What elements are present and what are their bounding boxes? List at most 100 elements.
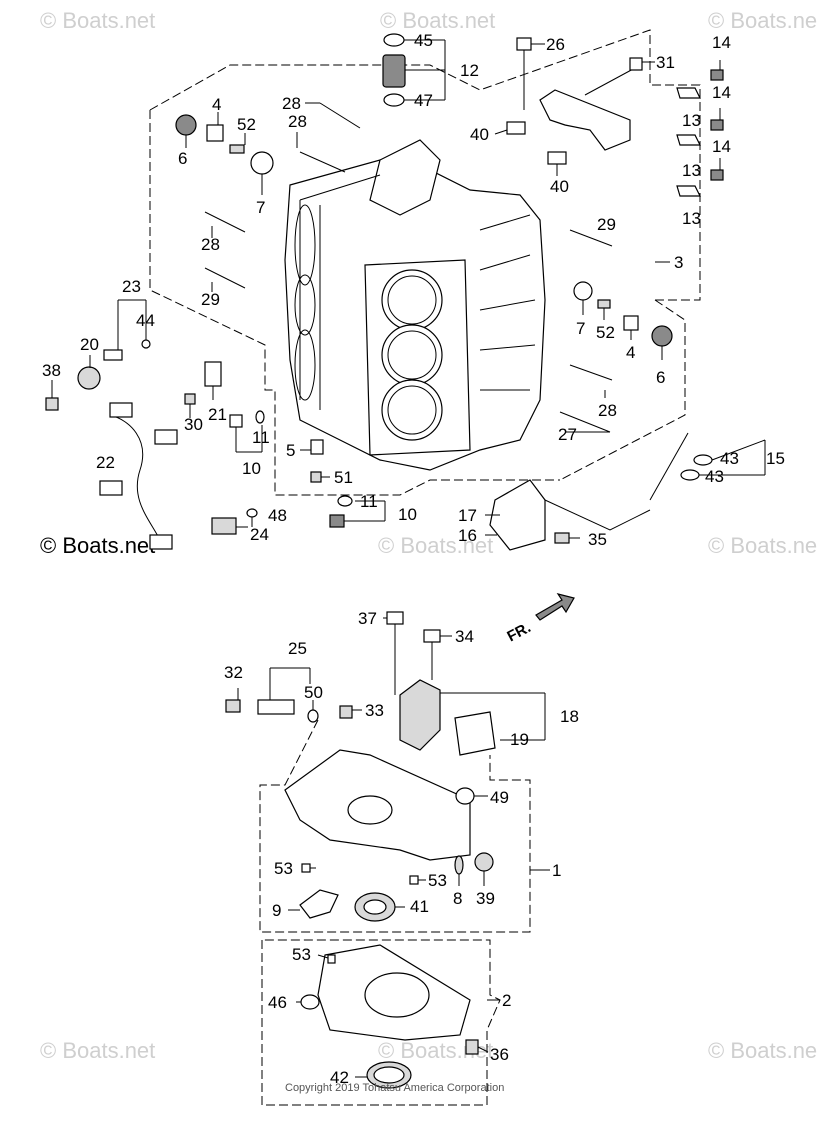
callout-35: 35 (588, 530, 607, 549)
jacket-opening (294, 204, 316, 286)
clip-13 (676, 87, 701, 99)
screw-14 (710, 69, 724, 81)
cylinder-bore-inner (387, 275, 437, 325)
o-ring-49 (455, 787, 475, 805)
callout-7: 7 (256, 198, 265, 217)
bolt-31-head (629, 57, 643, 71)
bolt-28 (204, 211, 246, 233)
bracket-21 (204, 361, 222, 387)
bolt-29 (204, 267, 246, 289)
callout-48: 48 (268, 506, 287, 525)
callout-10: 10 (398, 505, 417, 524)
callout-43: 43 (720, 449, 739, 468)
callout-6: 6 (178, 149, 187, 168)
callout-53: 53 (274, 859, 293, 878)
callout-25: 25 (288, 639, 307, 658)
bolt-31 (584, 67, 636, 96)
leader-lines (51, 39, 766, 539)
cover-opening (364, 972, 430, 1018)
sensor-24 (211, 517, 237, 535)
o-ring-47 (383, 93, 405, 107)
screw-14 (710, 169, 724, 181)
callout-27: 27 (558, 425, 577, 444)
callout-39: 39 (476, 889, 495, 908)
valve-18 (399, 679, 441, 751)
connector (109, 402, 133, 418)
plug-6 (651, 325, 673, 347)
callout-8: 8 (453, 889, 462, 908)
dowel-53 (409, 875, 419, 885)
jacket-opening (294, 329, 316, 401)
watermark: © Boats.net (40, 1038, 155, 1063)
callout-40: 40 (470, 125, 489, 144)
callout-29: 29 (201, 290, 220, 309)
washer-50 (307, 709, 319, 723)
sensor-23 (103, 349, 123, 361)
assembly-outline (261, 939, 501, 1106)
dowel-40 (547, 151, 567, 165)
connector (149, 534, 173, 550)
dowel-5 (310, 439, 324, 455)
callout-11: 11 (252, 428, 270, 447)
screw-52 (229, 144, 245, 154)
cylinder-bore-inner (387, 385, 437, 435)
callout-16: 16 (458, 526, 477, 545)
plug-6 (175, 114, 197, 136)
callout-2: 2 (502, 991, 511, 1010)
assembly-outline (149, 110, 560, 496)
jacket-opening (294, 274, 316, 336)
callout-28: 28 (598, 401, 617, 420)
callout-20: 20 (80, 335, 99, 354)
callout-28: 28 (282, 94, 301, 113)
o-ring-45 (383, 33, 405, 47)
callout-1: 1 (552, 861, 561, 880)
connector (99, 480, 123, 496)
callout-44: 44 (136, 311, 155, 330)
bolt-33 (339, 705, 353, 719)
connector (154, 429, 178, 445)
fitting-25 (257, 699, 295, 715)
callout-7: 7 (576, 319, 585, 338)
bolt-51 (310, 471, 322, 483)
plug-10 (329, 514, 345, 528)
callout-13: 13 (682, 161, 701, 180)
bolt-30 (184, 393, 196, 405)
callout-53: 53 (292, 945, 311, 964)
sensor-20 (77, 366, 101, 390)
cylinder-bore-inner (387, 330, 437, 380)
callout-45: 45 (414, 31, 433, 50)
watermark: © Boats.net (708, 533, 817, 558)
callout-31: 31 (656, 53, 675, 72)
callout-32: 32 (224, 663, 243, 682)
callout-52: 52 (237, 115, 256, 134)
callout-18: 18 (560, 707, 579, 726)
watermark: © Boats.net (378, 533, 493, 558)
dipstick-15 (649, 432, 689, 501)
callout-3: 3 (674, 253, 683, 272)
leader-line (544, 499, 651, 531)
leader-lines (237, 617, 550, 1078)
callout-52: 52 (596, 323, 615, 342)
callout-23: 23 (122, 277, 141, 296)
callout-22: 22 (96, 453, 115, 472)
callout-17: 17 (458, 506, 477, 525)
callout-28: 28 (288, 112, 307, 131)
callout-9: 9 (272, 901, 281, 920)
bolt-38 (45, 397, 59, 411)
front-direction-label: FR. (504, 619, 533, 645)
callout-labels-bottom: 37 34 25 32 50 33 18 19 49 1 53 53 8 39 … (224, 609, 579, 1087)
assembly-outline (559, 299, 686, 481)
block-edge (299, 174, 381, 410)
callout-33: 33 (365, 701, 384, 720)
oil-seal-42-inner (373, 1066, 405, 1084)
callout-13: 13 (682, 111, 701, 130)
cylinder-bore (381, 379, 443, 441)
o-ring-43 (680, 469, 700, 481)
callout-14: 14 (712, 137, 731, 156)
washer-46 (300, 994, 320, 1010)
gasket-19 (454, 711, 496, 756)
callout-37: 37 (358, 609, 377, 628)
collar-4 (623, 315, 639, 331)
dowel-53 (327, 954, 336, 964)
bolt-27 (559, 411, 611, 433)
